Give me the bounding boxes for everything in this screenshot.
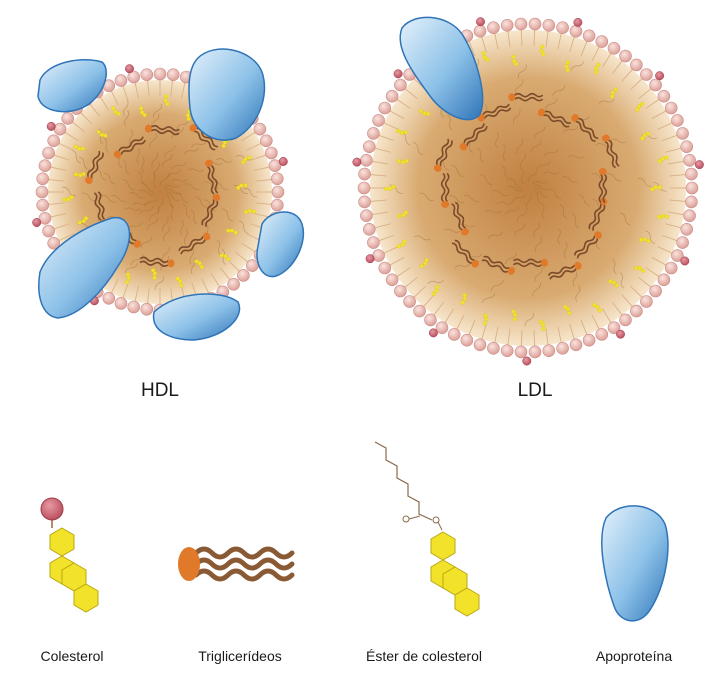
cholesteryl-ester-icon bbox=[374, 441, 480, 617]
legend-icons bbox=[40, 441, 669, 622]
legend-label-triglycerides: Triglicerídeos bbox=[198, 648, 282, 664]
cholesterol-icon bbox=[40, 497, 99, 613]
legend-label-cholesterol: Colesterol bbox=[40, 648, 104, 664]
ldl-label: LDL bbox=[517, 380, 553, 401]
apoprotein-icon bbox=[601, 505, 669, 622]
legend-label-cholesteryl-ester: Éster de colesterol bbox=[366, 648, 482, 664]
hdl-particle bbox=[32, 48, 305, 341]
hdl-label: HDL bbox=[140, 380, 180, 401]
legend-label-apoprotein: Apoproteína bbox=[595, 648, 673, 664]
triglyceride-icon bbox=[178, 546, 295, 582]
ldl-particle bbox=[352, 16, 704, 366]
